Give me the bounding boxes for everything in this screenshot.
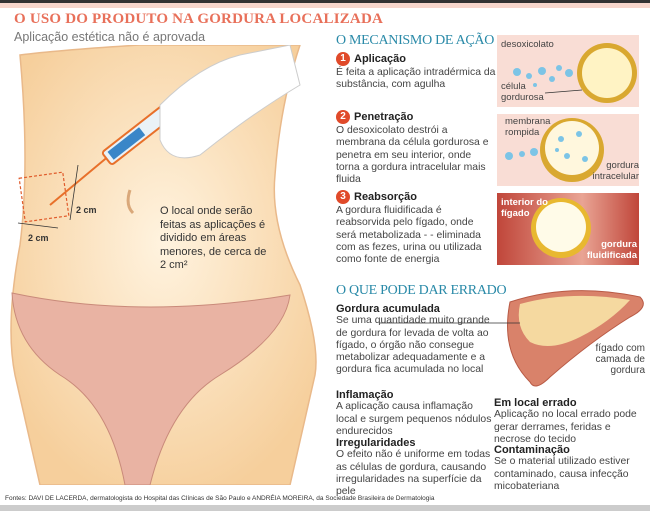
label-fatty-liver: fígado com camada de gordura	[595, 343, 645, 376]
fat-cell-image-2: membrana rompida gordura intracelular	[497, 114, 639, 186]
risk-text: Aplicação no local errado pode gerar der…	[494, 409, 637, 445]
risk-title: Irregularidades	[336, 437, 416, 449]
fatty-liver-illustration	[507, 290, 644, 387]
risk-text: A aplicação causa inflamação local e sur…	[336, 401, 492, 437]
risk-text: O efeito não é uniforme em todas as célu…	[336, 449, 491, 498]
dimension-vertical: 2 cm	[76, 205, 97, 215]
label-fat-cell: célula gordurosa	[501, 81, 544, 103]
risk-title: Inflamação	[336, 389, 394, 401]
step-title: Reabsorção	[354, 190, 417, 203]
step-text: A gordura fluidificada é reabsorvida pel…	[336, 205, 482, 266]
label-liver-interior: interior do fígado	[501, 197, 548, 219]
step-reabsorption: 3 Reabsorção A gordura fluidificada é rea…	[336, 190, 496, 266]
application-area-note: O local onde serão feitas as aplicações …	[160, 205, 267, 271]
page-subtitle: Aplicação estética não é aprovada	[14, 30, 206, 44]
step-number-badge: 2	[336, 110, 350, 124]
step-penetration: 2 Penetração O desoxicolato destrói a mem…	[336, 110, 496, 186]
page-title: O USO DO PRODUTO NA GORDURA LOCALIZADA	[14, 11, 384, 27]
dimension-horizontal: 2 cm	[28, 233, 49, 243]
risk-title: Gordura acumulada	[336, 303, 440, 315]
risk-text: Se uma quantidade muito grande de gordur…	[336, 315, 490, 376]
step-text: É feita a aplicação intradérmica da subs…	[336, 67, 496, 91]
risk-title: Em local errado	[494, 397, 577, 409]
bottom-bar	[0, 505, 650, 511]
step-text: O desoxicolato destrói a membrana da cél…	[336, 125, 489, 186]
leader-line	[380, 322, 520, 324]
top-band	[0, 3, 650, 8]
label-desoxicolato: desoxicolato	[501, 39, 554, 50]
step-number-badge: 3	[336, 190, 350, 204]
step-title: Aplicação	[354, 52, 406, 65]
step-number-badge: 1	[336, 52, 350, 66]
risks-title: O QUE PODE DAR ERRADO	[336, 283, 507, 298]
risk-text: Se o material utilizado estiver contamin…	[494, 456, 630, 492]
fat-cell-image-1: desoxicolato célula gordurosa	[497, 35, 639, 107]
liver-interior-image: interior do fígado gordura fluidificada	[497, 193, 639, 265]
label-broken-membrane: membrana rompida	[505, 116, 551, 138]
label-fluidified-fat: gordura fluidificada	[586, 239, 637, 261]
risk-title: Contaminação	[494, 444, 570, 456]
step-title: Penetração	[354, 110, 414, 123]
sources-footer: Fontes: DAVI DE LACERDA, dermatologista …	[5, 495, 435, 502]
top-rule	[0, 0, 650, 3]
step-application: 1 Aplicação É feita a aplicação intradérm…	[336, 52, 496, 92]
mechanism-title: O MECANISMO DE AÇÃO	[336, 33, 495, 48]
abdomen-illustration	[10, 45, 317, 485]
label-intracellular-fat: gordura intracelular	[592, 160, 639, 182]
